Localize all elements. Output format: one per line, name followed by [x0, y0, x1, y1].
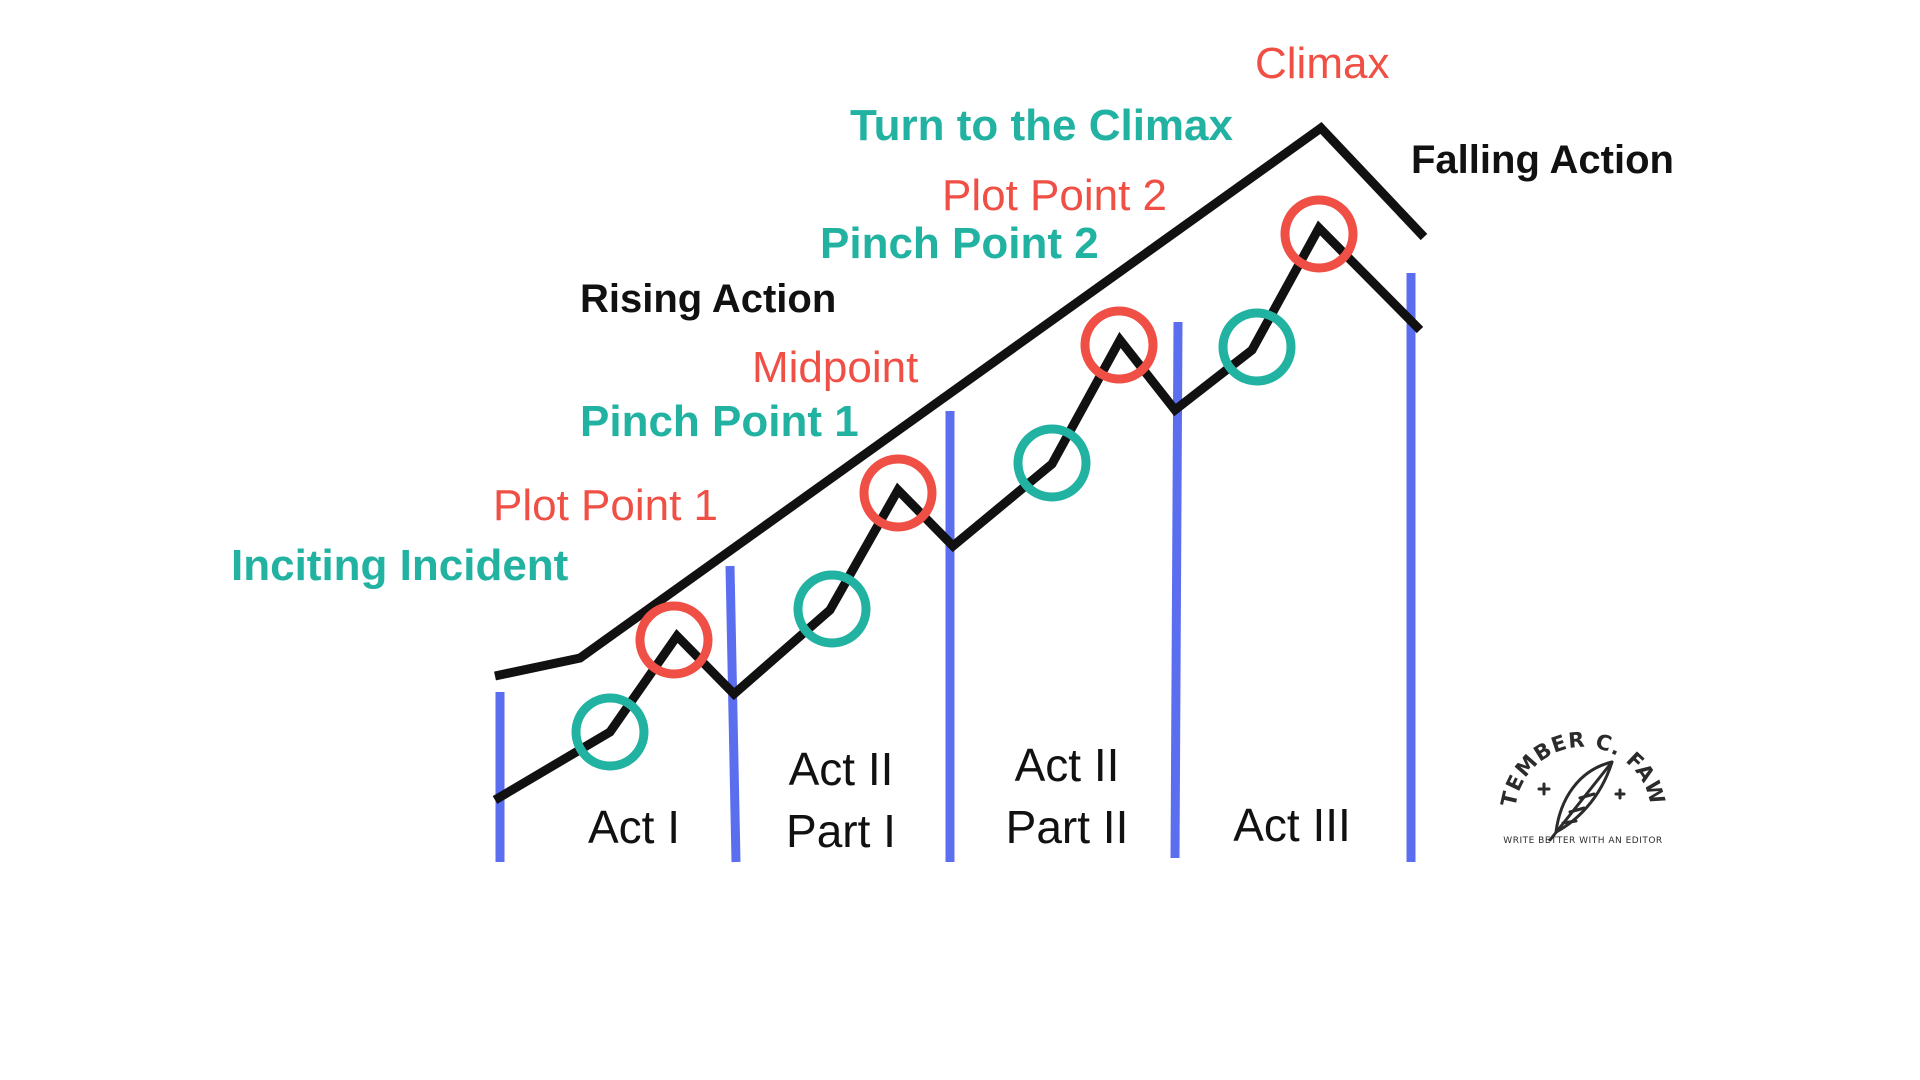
label-plot-point-1: Plot Point 1 — [493, 481, 718, 530]
label-midpoint: Midpoint — [752, 343, 918, 392]
plot-point-2-marker — [1080, 306, 1158, 384]
label-turn-to-climax: Turn to the Climax — [850, 101, 1234, 150]
label-inciting-incident: Inciting Incident — [231, 541, 569, 590]
turn-to-climax-marker — [1218, 308, 1296, 386]
label-plot-point-2: Plot Point 2 — [942, 171, 1167, 220]
logo-tagline: WRITE BETTER WITH AN EDITOR — [1503, 836, 1662, 846]
story-beat-markers — [571, 195, 1358, 771]
label-act-2a-line1: Act II — [789, 743, 894, 795]
act-divider-act1-act2a — [725, 565, 741, 863]
label-falling-action: Falling Action — [1411, 138, 1674, 182]
label-rising-action: Rising Action — [580, 277, 836, 321]
pinch-point-1-marker — [793, 570, 871, 648]
pinch-point-2-marker — [1013, 424, 1091, 502]
label-act-2b-line1: Act II — [1015, 739, 1120, 791]
label-act-2a-line2: Part I — [786, 805, 896, 857]
story-path-line — [492, 220, 1424, 804]
label-pinch-point-1: Pinch Point 1 — [580, 397, 859, 446]
label-act-2b-line2: Part II — [1006, 801, 1129, 853]
overall-arc-line — [494, 122, 1428, 681]
label-act-3: Act III — [1233, 799, 1351, 851]
label-act-1: Act I — [588, 801, 680, 853]
inciting-incident-marker — [571, 693, 649, 771]
midpoint-marker — [859, 454, 937, 532]
climax-marker — [1280, 195, 1358, 273]
label-pinch-point-2: Pinch Point 2 — [820, 219, 1099, 268]
label-climax: Climax — [1255, 39, 1389, 88]
quill-feather-icon — [1537, 760, 1626, 842]
plot-point-1-marker — [635, 601, 713, 679]
act-labels: Act I Act II Part I Act II Part II Act I… — [588, 739, 1351, 857]
act-dividers — [495, 273, 1416, 863]
beat-labels: Climax Turn to the Climax Falling Action… — [231, 39, 1674, 590]
